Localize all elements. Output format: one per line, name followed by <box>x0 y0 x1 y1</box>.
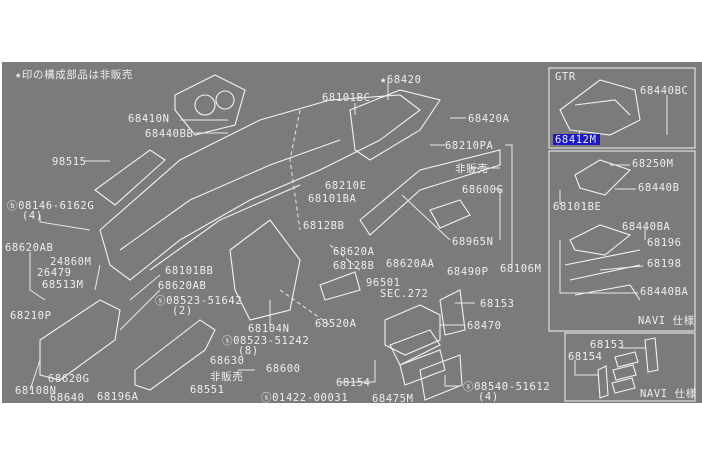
part-label: 68108N <box>15 385 57 397</box>
part-label: 68106M <box>500 263 542 275</box>
part-label: 68620AA <box>386 258 435 270</box>
navi-caption: NAVI 仕様 <box>638 314 695 327</box>
part-label: 68551 <box>190 384 225 396</box>
part-labels: 68410N 68440BB 98515 ⓑ08146-6162G (4) 68… <box>5 74 550 405</box>
part-label: 68128B <box>333 260 375 272</box>
part-label: 68630 <box>210 355 245 367</box>
part-label: 68440BB <box>145 128 193 140</box>
part-label: 68420A <box>468 113 510 125</box>
part-label: 68490P <box>447 266 489 278</box>
part-label: ⓢ08523-51642 <box>155 295 242 307</box>
part-label: 非販売 <box>210 370 243 383</box>
part-label: 68196 <box>647 237 682 249</box>
part-label: 68101BB <box>165 265 213 277</box>
part-label: 68440BC <box>640 85 688 97</box>
navi-caption: NAVI 仕様 <box>640 387 697 400</box>
part-label: 68440BA <box>622 221 671 233</box>
part-label: 98515 <box>52 156 87 168</box>
navi-inset-box-2: 68153 68154 NAVI 仕様 <box>564 332 697 402</box>
part-label: 68620G <box>48 373 90 385</box>
part-label: 68210PA <box>445 140 494 152</box>
part-label: 96501 <box>366 277 401 289</box>
part-label: (4) <box>478 391 499 403</box>
part-label: 26479 <box>37 267 72 279</box>
part-label: 68196A <box>97 391 139 403</box>
part-label: ⓢ01422-00031 <box>261 392 348 404</box>
part-label: 68101BC <box>322 92 370 104</box>
part-label: 68410N <box>128 113 170 125</box>
part-label: 68440B <box>638 182 680 194</box>
part-label: 68104N <box>248 323 290 335</box>
part-label: 68210E <box>325 180 367 192</box>
non-sale-note: ★印の構成部品は非販売 <box>15 68 133 81</box>
part-label-selected[interactable]: 68412M <box>555 134 597 146</box>
part-label: 6812BB <box>303 220 345 232</box>
selection-highlight <box>553 134 600 145</box>
part-label: 68620AB <box>5 242 53 254</box>
part-label: ⓢ08540-51612 <box>463 381 550 393</box>
part-label: 68475M <box>372 393 414 405</box>
part-label: 68620AB <box>158 280 206 292</box>
part-label: 68513M <box>42 279 84 291</box>
part-label: 68101BA <box>308 193 357 205</box>
part-label: (2) <box>172 305 193 317</box>
dashboard-illustration <box>29 74 513 401</box>
gtr-title: GTR <box>555 71 576 83</box>
part-label: 68154 <box>568 351 603 363</box>
part-label: 68600 <box>266 363 301 375</box>
part-label: ⓢ08523-51242 <box>222 335 309 347</box>
part-label: 68101BE <box>553 201 601 213</box>
part-label: (4) <box>22 210 43 222</box>
part-label: 68965N <box>452 236 494 248</box>
part-label: 68600G <box>462 184 504 196</box>
part-label: ⓑ08146-6162G <box>7 200 94 212</box>
part-label: 68440BA <box>640 286 689 298</box>
part-label: ★68420 <box>380 74 422 86</box>
part-label: 68250M <box>632 158 674 170</box>
part-label: 24860M <box>50 256 92 268</box>
part-label: 68198 <box>647 258 682 270</box>
part-label: 68470 <box>467 320 502 332</box>
part-label: 68210P <box>10 310 52 322</box>
gtr-inset-box: GTR 68440BC 68412M <box>548 67 696 149</box>
part-label: 非販売 <box>455 162 488 175</box>
part-label: 68153 <box>480 298 515 310</box>
navi-inset-box-1: 68250M 68440B 68101BE 68440BA 68196 6819… <box>548 150 696 332</box>
part-label: 68520A <box>315 318 357 330</box>
part-label: (8) <box>238 345 259 357</box>
part-label: 68153 <box>590 339 625 351</box>
part-label: 68620A <box>333 246 375 258</box>
part-label: SEC.272 <box>380 288 428 300</box>
part-label: 68640 <box>50 392 85 404</box>
part-label: 68154 <box>336 377 371 389</box>
